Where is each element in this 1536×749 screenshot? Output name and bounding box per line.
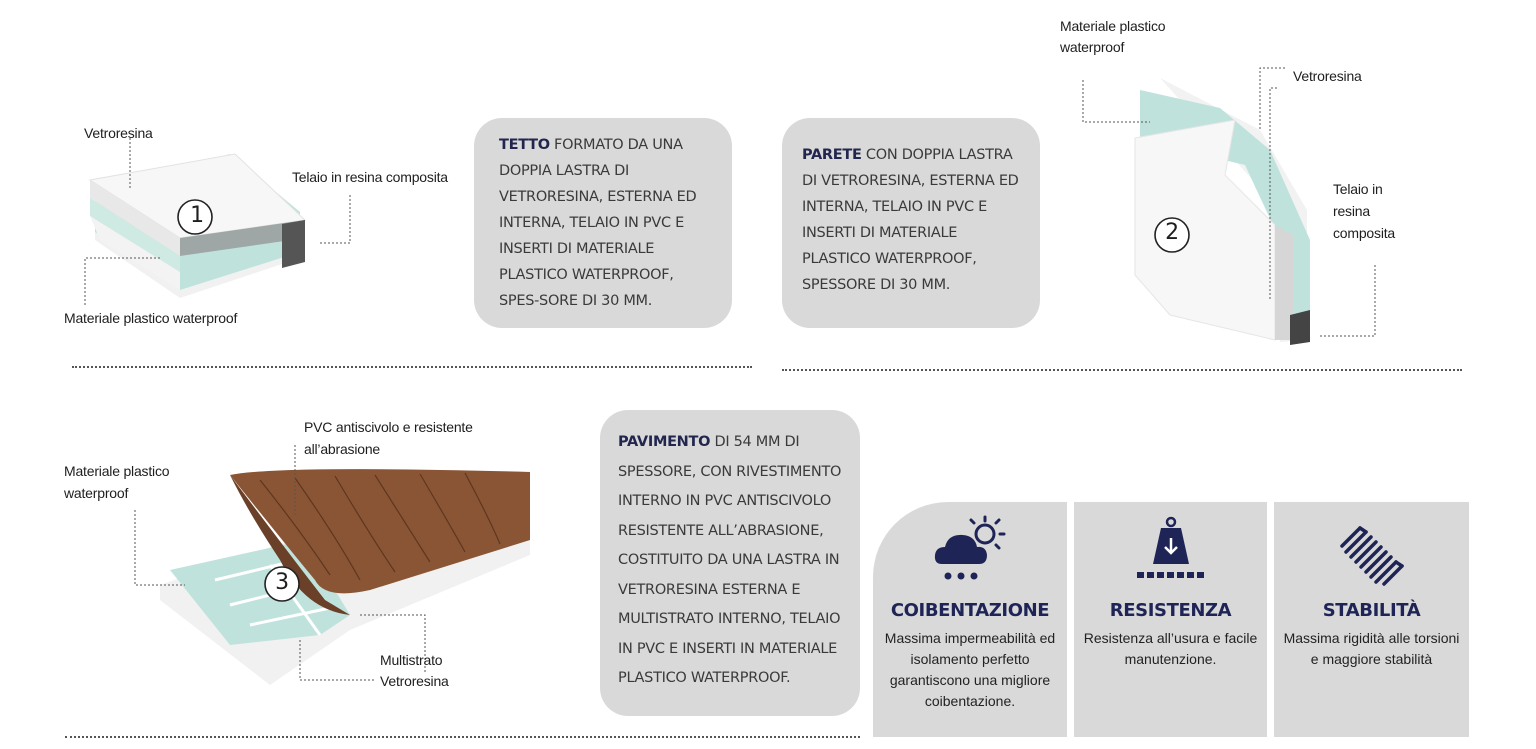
- separator-roof: [72, 366, 752, 368]
- roof-label-materiale: Materiale plastico waterproof: [64, 310, 238, 326]
- separator-wall: [782, 369, 1462, 371]
- weather-icon: [934, 515, 1006, 580]
- feature-description: Massima impermeabilità ed isolamento per…: [884, 630, 1056, 709]
- wall-label-materiale: Materiale plastico waterproof: [1060, 18, 1166, 55]
- floor-label-materiale: Materiale plastico waterproof: [64, 463, 170, 501]
- spring-icon: [1339, 526, 1404, 586]
- floor-label-pvc: PVC antiscivolo e resistente all’abrasio…: [304, 419, 473, 457]
- wall-description: con doppia lastra di vetroresina, estern…: [802, 147, 1019, 293]
- wall-label-vetroresina: Vetroresina: [1293, 68, 1362, 84]
- roof-number: 1: [190, 203, 204, 228]
- feature-title: RESISTENZA: [1109, 600, 1232, 621]
- floor-description-box: PAVIMENTO di 54 mm di spessore, con rive…: [600, 410, 860, 716]
- floor-label-vetroresina: Vetroresina: [380, 673, 449, 689]
- roof-label-telaio: Telaio in resina composita: [292, 169, 448, 185]
- feature-stabilita: STABILITÀ Massima rigidità alle torsioni…: [1274, 502, 1469, 737]
- roof-description: formato da una doppia lastra di vetrores…: [499, 137, 697, 309]
- floor-description: di 54 mm di spessore, con rivestimento i…: [618, 434, 842, 686]
- wall-label-telaio: Telaio in resina composita: [1333, 181, 1396, 241]
- wall-description-box: PARETE con doppia lastra di vetroresina,…: [782, 118, 1040, 328]
- wall-keyword: PARETE: [802, 147, 862, 163]
- separator-floor: [65, 736, 860, 738]
- feature-title: STABILITÀ: [1322, 600, 1421, 621]
- roof-panel-illustration: [84, 138, 351, 305]
- floor-keyword: PAVIMENTO: [618, 434, 711, 450]
- feature-title: COIBENTAZIONE: [890, 600, 1050, 621]
- floor-label-multistrato: Multistrato: [380, 652, 443, 668]
- weight-icon: [1136, 516, 1204, 578]
- wall-number: 2: [1165, 220, 1179, 245]
- feature-coibentazione: COIBENTAZIONE Massima impermeabilità ed …: [873, 502, 1067, 737]
- floor-number: 3: [275, 570, 289, 595]
- roof-keyword: TETTO: [499, 137, 550, 153]
- roof-description-box: TETTO formato da una doppia lastra di ve…: [474, 118, 732, 328]
- feature-description: Massima rigidità alle torsioni e maggior…: [1283, 630, 1460, 667]
- feature-description: Resistenza all’usura e facile manutenzio…: [1083, 630, 1258, 667]
- wall-panel-illustration: [1082, 67, 1376, 345]
- roof-label-vetroresina: Vetroresina: [84, 125, 153, 141]
- floor-panel-illustration: [134, 445, 530, 685]
- feature-resistenza: RESISTENZA Resistenza all’usura e facile…: [1074, 502, 1267, 737]
